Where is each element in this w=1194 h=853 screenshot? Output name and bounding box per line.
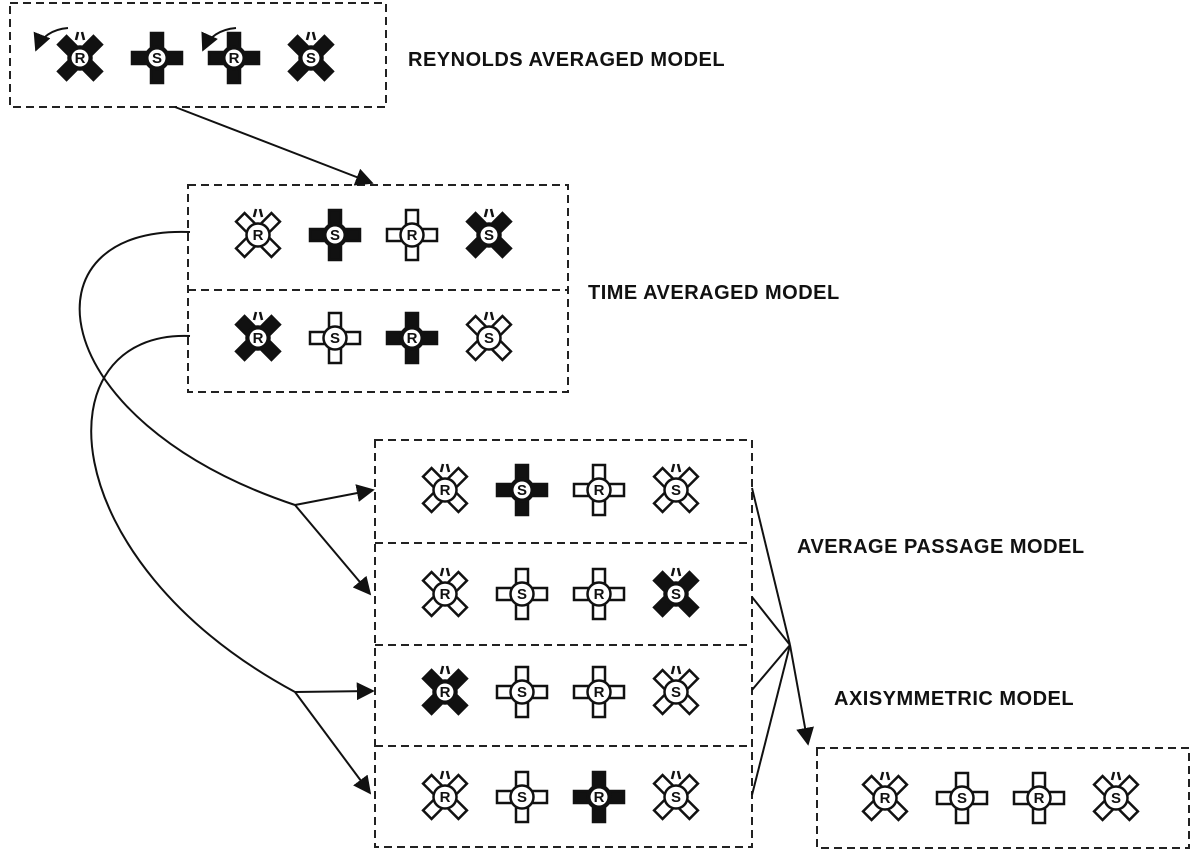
rotor-letter: R	[440, 684, 451, 701]
stator-blade-icon: S	[652, 770, 700, 821]
stator-letter: S	[957, 790, 967, 807]
rotor-blade-icon: R	[421, 567, 469, 618]
stator-letter: S	[306, 50, 316, 67]
stator-letter: S	[517, 684, 527, 701]
branch-arrow-passage-1	[294, 484, 375, 506]
stator-blade-icon: S	[495, 463, 549, 517]
rotor-blade-icon: R	[1012, 771, 1066, 825]
rotor-blade-icon: R	[572, 463, 626, 517]
stator-blade-icon: S	[652, 665, 700, 716]
reynolds-to-time-arrow	[174, 106, 374, 186]
rotor-letter: R	[440, 586, 451, 603]
stator-letter: S	[484, 330, 494, 347]
rotation-arrow-icon	[33, 27, 69, 52]
stator-blade-icon: S	[1092, 771, 1140, 822]
branch-arrow-passage-4	[294, 691, 372, 795]
rotor-blade-icon: R	[56, 31, 104, 82]
axisymmetric-model-box	[816, 747, 1190, 849]
passage-row3-to-axisym-line	[751, 644, 791, 691]
rotor-blade-icon: R	[572, 567, 626, 621]
stator-blade-icon: S	[308, 311, 362, 365]
stator-letter: S	[152, 50, 162, 67]
rotor-blade-icon: R	[421, 665, 469, 716]
rotor-letter: R	[407, 330, 418, 347]
rotor-letter: R	[880, 790, 891, 807]
stator-blade-icon: S	[652, 463, 700, 514]
rotor-letter: R	[407, 227, 418, 244]
stator-letter: S	[517, 586, 527, 603]
stator-letter: S	[671, 789, 681, 806]
stator-blade-icon: S	[495, 665, 549, 719]
stator-blade-icon: S	[308, 208, 362, 262]
stator-letter: S	[1111, 790, 1121, 807]
rotor-letter: R	[229, 50, 240, 67]
rotor-blade-icon: R	[572, 770, 626, 824]
rotor-letter: R	[440, 482, 451, 499]
rotor-blade-icon: R	[421, 770, 469, 821]
time-model-label: TIME AVERAGED MODEL	[588, 282, 840, 304]
time-model-box	[187, 184, 569, 393]
rotor-letter: R	[253, 227, 264, 244]
stator-blade-icon: S	[465, 208, 513, 259]
reynolds-model-box	[9, 2, 387, 108]
time-row1-to-passage-curve	[78, 230, 296, 506]
stator-letter: S	[330, 227, 340, 244]
branch-arrow-passage-2	[294, 504, 372, 596]
branch-arrow-passage-3	[294, 682, 375, 701]
rotor-blade-icon: R	[234, 208, 282, 259]
axisymmetric-model-label: AXISYMMETRIC MODEL	[834, 688, 1074, 710]
stator-blade-icon: S	[495, 567, 549, 621]
reynolds-model-label: REYNOLDS AVERAGED MODEL	[408, 49, 725, 71]
stator-blade-icon: S	[935, 771, 989, 825]
stator-letter: S	[671, 586, 681, 603]
passage-model-box	[374, 439, 753, 848]
passage-row1-to-axisym-line	[751, 487, 791, 646]
rotor-letter: R	[75, 50, 86, 67]
rotor-blade-icon: R	[207, 31, 261, 85]
stator-blade-icon: S	[130, 31, 184, 85]
stator-blade-icon: S	[652, 567, 700, 618]
rotor-letter: R	[594, 586, 605, 603]
stator-letter: S	[671, 482, 681, 499]
time-row2-to-passage-curve	[90, 334, 296, 693]
rotor-letter: R	[1034, 790, 1045, 807]
rotor-letter: R	[440, 789, 451, 806]
stator-letter: S	[330, 330, 340, 347]
stator-letter: S	[517, 482, 527, 499]
passage-row2-to-axisym-line	[751, 596, 791, 646]
rotor-blade-icon: R	[234, 311, 282, 362]
rotation-arrow-icon	[201, 27, 237, 52]
stator-blade-icon: S	[287, 31, 335, 82]
rotor-letter: R	[253, 330, 264, 347]
stator-letter: S	[671, 684, 681, 701]
rotor-blade-icon: R	[861, 771, 909, 822]
rotor-letter: R	[594, 482, 605, 499]
stator-blade-icon: S	[465, 311, 513, 362]
stator-letter: S	[484, 227, 494, 244]
passage-model-label: AVERAGE PASSAGE MODEL	[797, 536, 1085, 558]
rotor-letter: R	[594, 789, 605, 806]
rotor-blade-icon: R	[385, 311, 439, 365]
rotor-blade-icon: R	[572, 665, 626, 719]
rotor-letter: R	[594, 684, 605, 701]
stator-blade-icon: S	[495, 770, 549, 824]
stator-letter: S	[517, 789, 527, 806]
rotor-blade-icon: R	[421, 463, 469, 514]
passage-to-axisym-arrow	[789, 644, 814, 746]
rotor-blade-icon: R	[385, 208, 439, 262]
passage-row4-to-axisym-line	[751, 644, 791, 796]
